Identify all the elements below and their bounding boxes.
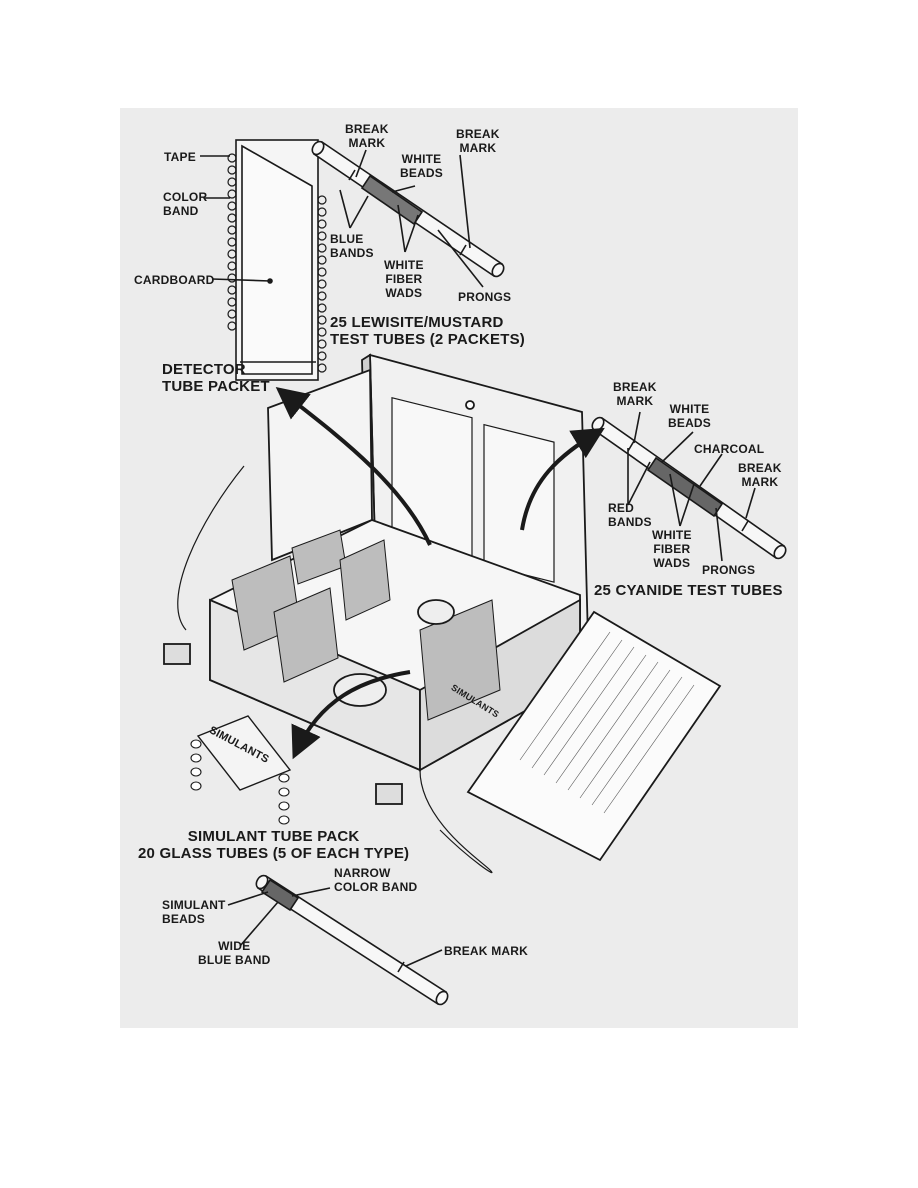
label-cyanide-prongs: PRONGS <box>702 563 756 577</box>
label-cyanide-charcoal: CHARCOAL <box>694 442 765 456</box>
label-wide-blue-band: WIDE BLUE BAND <box>198 939 271 967</box>
detector-kit-case <box>163 353 722 874</box>
label-cyanide-white-fiber-wads: WHITE FIBER WADS <box>652 528 692 570</box>
label-color-band: COLOR BAND <box>163 190 208 218</box>
packet-tube-ends <box>227 153 327 373</box>
label-lewisite-white-beads: WHITE BEADS <box>400 152 444 180</box>
label-narrow-color-band: NARROW COLOR BAND <box>334 866 418 894</box>
label-simulant-beads: SIMULANT BEADS <box>162 898 226 926</box>
detector-tube-packet <box>200 139 327 381</box>
label-tape: TAPE <box>164 150 196 164</box>
label-lewisite-prongs: PRONGS <box>458 290 512 304</box>
label-lewisite-test-tubes: 25 LEWISITE/MUSTARD TEST TUBES (2 PACKET… <box>330 314 525 348</box>
label-cyanide-test-tubes: 25 CYANIDE TEST TUBES <box>594 582 783 599</box>
label-simulant-tube-pack: SIMULANT TUBE PACK 20 GLASS TUBES (5 OF … <box>138 828 410 862</box>
label-detector-tube-packet: DETECTOR TUBE PACKET <box>162 361 270 395</box>
lewisite-test-tube <box>311 140 505 288</box>
label-lewisite-break-mark-right: BREAK MARK <box>456 127 500 155</box>
label-simulant-break-mark: BREAK MARK <box>444 944 528 958</box>
simulant-tube-pack <box>190 715 292 825</box>
label-lewisite-blue-bands: BLUE BANDS <box>330 232 374 260</box>
label-cyanide-break-mark-left: BREAK MARK <box>613 380 657 408</box>
cardboard-leader <box>211 278 271 282</box>
label-cyanide-white-beads: WHITE BEADS <box>668 402 712 430</box>
label-cyanide-red-bands: RED BANDS <box>608 501 652 529</box>
label-cyanide-break-mark-right: BREAK MARK <box>738 461 782 489</box>
simulant-glass-tube <box>227 874 449 1006</box>
cyanide-test-tube <box>591 411 787 562</box>
label-lewisite-break-mark-left: BREAK MARK <box>345 122 389 150</box>
label-cardboard: CARDBOARD <box>134 273 215 287</box>
label-lewisite-white-fiber-wads: WHITE FIBER WADS <box>384 258 424 300</box>
